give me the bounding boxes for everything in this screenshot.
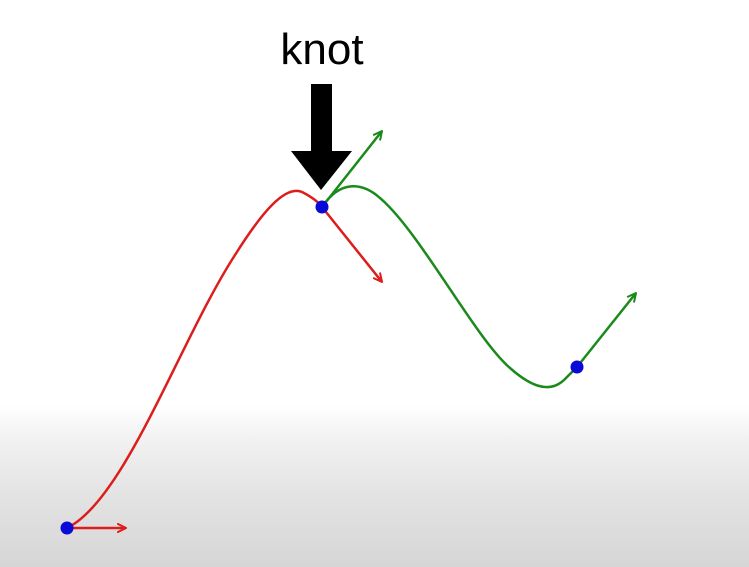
knot-label: knot xyxy=(280,25,363,74)
knot-outgoing-tangent-arrow xyxy=(321,130,383,208)
end-tangent-arrow xyxy=(576,292,637,368)
red-curve-segment xyxy=(65,189,324,530)
knot-control-point xyxy=(315,200,329,214)
knot-pointer-arrow xyxy=(291,84,352,190)
green-curve-segment xyxy=(320,185,579,389)
end-control-point xyxy=(570,360,584,374)
knot-incoming-tangent-arrow xyxy=(321,206,383,283)
start-control-point xyxy=(60,521,74,535)
